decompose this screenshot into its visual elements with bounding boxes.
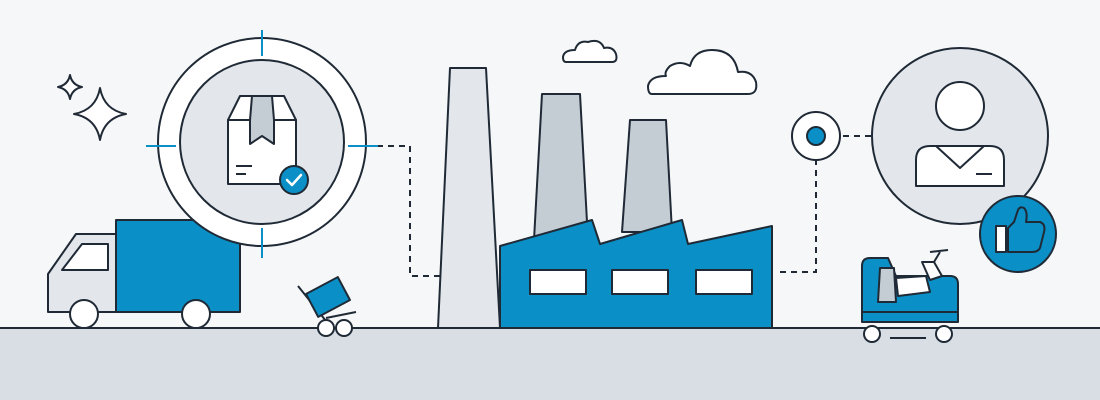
checkmark-icon [279,165,309,195]
sparkle-icon [57,74,127,141]
factory-icon [437,67,773,329]
cloud-icon [562,39,758,95]
thumbs-up-icon [979,195,1057,273]
location-pin-icon [791,111,841,161]
crosshair [146,30,378,258]
package-target-icon [146,30,378,258]
user-avatar-icon [871,47,1049,225]
delivery-truck-icon [47,219,241,329]
package-box-icon [227,95,297,185]
hand-truck-icon [297,276,357,337]
connector-lines [366,135,872,277]
floor-scrubber-icon [861,249,959,343]
ground [0,328,1100,400]
